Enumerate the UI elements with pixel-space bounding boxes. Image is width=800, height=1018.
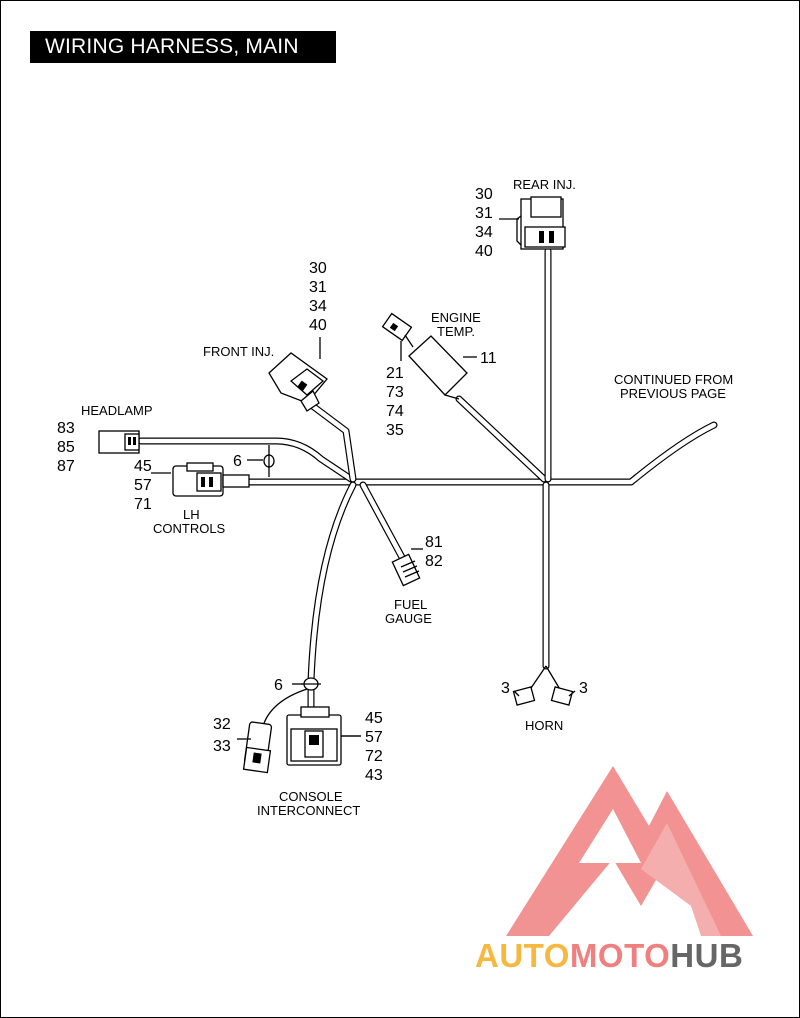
engine-temp-label-2: TEMP. xyxy=(437,324,475,339)
fuel-gauge-connector xyxy=(391,553,421,587)
continued-label-1: CONTINUED FROM xyxy=(614,372,733,387)
horn-label: HORN xyxy=(525,718,563,733)
engine-temp-sensor xyxy=(381,312,468,400)
console-num-3: 72 xyxy=(365,748,383,765)
console-label-1: CONSOLE xyxy=(279,789,343,804)
headlamp-connector xyxy=(98,430,140,454)
lh-controls-label-1: LH xyxy=(183,507,200,522)
watermark-logo xyxy=(506,766,753,936)
front-injector-connector xyxy=(268,352,328,412)
horn-num-left: 3 xyxy=(501,680,510,697)
console-interconnect-connector xyxy=(286,706,361,766)
clip-lower xyxy=(301,677,321,691)
console-num-4: 43 xyxy=(365,767,383,784)
lh-controls-num-1: 45 xyxy=(134,458,152,475)
rear-inj-num-4: 40 xyxy=(475,243,493,260)
console-aux-num-2: 33 xyxy=(213,738,231,755)
engine-temp-num-3: 74 xyxy=(386,403,404,420)
engine-temp-label-1: ENGINE xyxy=(431,310,481,325)
fuel-gauge-label-1: FUEL xyxy=(394,597,427,612)
front-inj-num-2: 31 xyxy=(309,279,327,296)
clip-upper xyxy=(263,445,275,477)
fuel-gauge-label-2: GAUGE xyxy=(385,611,432,626)
engine-temp-num-2: 73 xyxy=(386,384,404,401)
continued-label-2: PREVIOUS PAGE xyxy=(620,386,726,401)
engine-temp-num-4: 35 xyxy=(386,422,404,439)
clip-lower-num: 6 xyxy=(274,677,283,694)
front-inj-num-1: 30 xyxy=(309,260,327,277)
lh-controls-connector xyxy=(172,462,250,497)
clip-upper-num: 6 xyxy=(233,453,242,470)
headlamp-num-2: 85 xyxy=(57,439,75,456)
console-num-2: 57 xyxy=(365,729,383,746)
horn-connector-left xyxy=(512,686,536,706)
lh-controls-num-3: 71 xyxy=(134,496,152,513)
horn-num-right: 3 xyxy=(579,680,588,697)
headlamp-label: HEADLAMP xyxy=(81,403,153,418)
lh-controls-num-2: 57 xyxy=(134,477,152,494)
lh-controls-label-2: CONTROLS xyxy=(153,521,226,536)
engine-temp-num-1: 21 xyxy=(386,365,404,382)
rear-inj-label: REAR INJ. xyxy=(513,177,576,192)
page-title: WIRING HARNESS, MAIN xyxy=(30,31,336,63)
rear-inj-num-2: 31 xyxy=(475,205,493,222)
rear-inj-num-3: 34 xyxy=(475,224,493,241)
rear-inj-num-1: 30 xyxy=(475,186,493,203)
fuel-gauge-num-2: 82 xyxy=(425,553,443,570)
console-label-2: INTERCONNECT xyxy=(257,803,360,818)
front-inj-num-4: 40 xyxy=(309,317,327,334)
horn-connector-right xyxy=(550,686,574,706)
watermark-brand: AUTOMOTOHUB xyxy=(475,937,743,974)
headlamp-num-3: 87 xyxy=(57,458,75,475)
harness-wires xyxy=(137,247,718,710)
front-inj-num-3: 34 xyxy=(309,298,327,315)
headlamp-num-1: 83 xyxy=(57,420,75,437)
front-inj-label: FRONT INJ. xyxy=(203,344,274,359)
console-num-1: 45 xyxy=(365,710,383,727)
console-aux-num-1: 32 xyxy=(213,716,231,733)
engine-temp-part: 11 xyxy=(480,350,497,367)
fuel-gauge-num-1: 81 xyxy=(425,534,443,551)
rear-injector-connector xyxy=(516,196,566,250)
console-aux-connector xyxy=(242,721,273,774)
